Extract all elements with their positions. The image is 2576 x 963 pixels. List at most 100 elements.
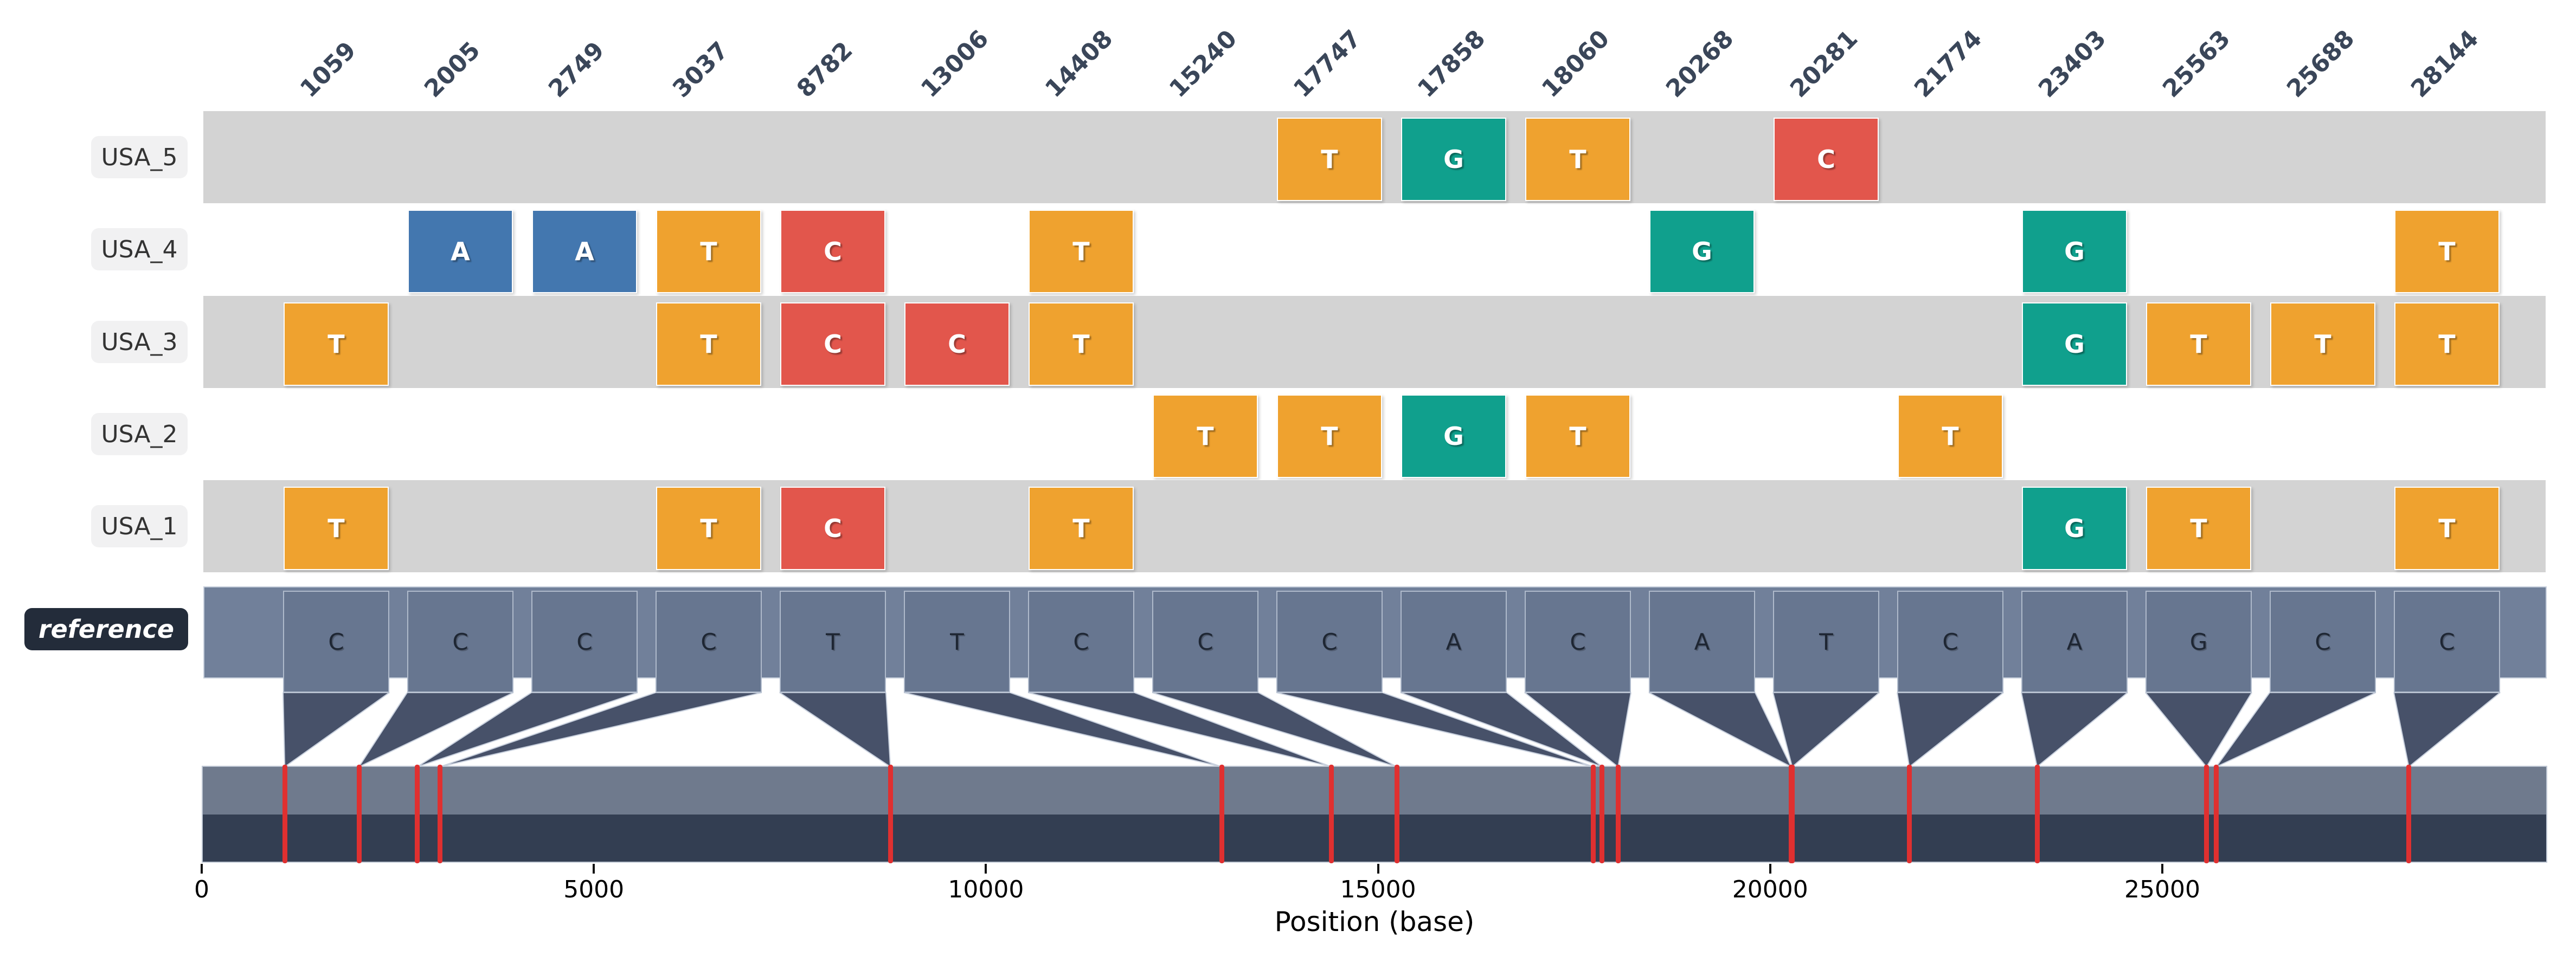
snp-box-USA_5-18060: T <box>1525 118 1630 201</box>
reference-cell-25563: G <box>2145 591 2252 693</box>
reference-cell-3037: C <box>656 591 762 693</box>
snp-box-USA_1-23403: G <box>2022 487 2127 570</box>
x-axis-tick-label-20000: 20000 <box>1732 876 1808 903</box>
x-axis-tick-label-10000: 10000 <box>948 876 1024 903</box>
reference-row-label: reference <box>24 608 188 650</box>
position-label: 2005 <box>419 36 486 103</box>
position-label: 17747 <box>1288 24 1367 103</box>
snp-box-USA_2-15240: T <box>1153 395 1258 478</box>
position-label: 20268 <box>1660 24 1739 103</box>
funnel-1059 <box>282 693 390 767</box>
funnel-17858 <box>1400 693 1603 767</box>
snp-box-USA_4-3037: T <box>656 210 761 293</box>
reference-cell-20281: T <box>1773 591 1879 693</box>
genome-snp-tick-17747 <box>1591 765 1596 863</box>
x-axis-tick-5000 <box>593 864 595 874</box>
reference-cell-20268: A <box>1649 591 1755 693</box>
position-label: 2749 <box>543 36 610 103</box>
funnel-8782 <box>779 693 891 767</box>
snp-box-USA_4-23403: G <box>2022 210 2127 293</box>
funnel-23403 <box>2020 693 2129 767</box>
genome-snp-tick-8782 <box>888 765 893 863</box>
reference-cell-2005: C <box>407 591 513 693</box>
position-label: 21774 <box>1909 24 1988 103</box>
position-label: 28144 <box>2405 24 2484 103</box>
funnel-13006 <box>903 693 1222 767</box>
genome-snp-tick-21774 <box>1906 765 1912 863</box>
genome-snp-tick-14408 <box>1329 765 1334 863</box>
genome-bar <box>202 766 2547 863</box>
funnel-17747 <box>1276 693 1594 767</box>
snp-box-USA_5-17858: G <box>1401 118 1506 201</box>
genome-snp-tick-25563 <box>2204 765 2209 863</box>
snp-box-USA_3-25563: T <box>2146 302 2251 386</box>
reference-cell-2749: C <box>531 591 638 693</box>
snp-box-USA_5-17747: T <box>1277 118 1382 201</box>
row-label-USA_5: USA_5 <box>91 136 188 178</box>
reference-cell-17747: C <box>1276 591 1383 693</box>
reference-cell-21774: C <box>1897 591 2003 693</box>
funnel-25688 <box>2215 693 2376 767</box>
funnel-21774 <box>1896 693 2005 767</box>
reference-cell-1059: C <box>283 591 389 693</box>
position-label: 25688 <box>2281 24 2360 103</box>
snp-box-USA_1-28144: T <box>2394 487 2500 570</box>
row-label-USA_2: USA_2 <box>91 413 188 455</box>
x-axis-title: Position (base) <box>1274 906 1475 938</box>
funnel-28144 <box>2393 693 2501 767</box>
reference-cell-28144: C <box>2394 591 2500 693</box>
snp-box-USA_4-2005: A <box>408 210 513 293</box>
snp-box-USA_2-17747: T <box>1277 395 1382 478</box>
snp-box-USA_4-20268: G <box>1649 210 1755 293</box>
reference-cell-23403: A <box>2021 591 2128 693</box>
genome-snp-tick-3037 <box>437 765 442 863</box>
snp-box-USA_3-13006: C <box>904 302 1010 386</box>
genome-snp-tick-28144 <box>2406 765 2412 863</box>
genome-snp-tick-23403 <box>2034 765 2040 863</box>
genome-snp-tick-2005 <box>356 765 362 863</box>
position-label: 17858 <box>1412 24 1491 103</box>
snp-box-USA_3-23403: G <box>2022 302 2127 386</box>
x-axis-tick-0 <box>201 864 203 874</box>
genome-bar-upper <box>203 767 2546 815</box>
row-label-USA_3: USA_3 <box>91 321 188 363</box>
snp-box-USA_4-2749: A <box>532 210 637 293</box>
snp-box-USA_4-28144: T <box>2394 210 2500 293</box>
reference-cell-25688: C <box>2270 591 2376 693</box>
genome-snp-tick-2749 <box>415 765 420 863</box>
funnel-18060 <box>1524 693 1632 767</box>
funnel-20281 <box>1772 693 1880 767</box>
snp-box-USA_1-8782: C <box>780 487 885 570</box>
snp-box-USA_2-17858: G <box>1401 395 1506 478</box>
funnel-15240 <box>1152 693 1397 767</box>
snp-box-USA_3-28144: T <box>2394 302 2500 386</box>
position-label: 3037 <box>667 36 734 103</box>
snp-box-USA_2-18060: T <box>1525 395 1630 478</box>
snp-box-USA_3-14408: T <box>1029 302 1134 386</box>
x-axis-tick-label-25000: 25000 <box>2124 876 2200 903</box>
reference-cell-17858: A <box>1401 591 1507 693</box>
snp-box-USA_1-14408: T <box>1029 487 1134 570</box>
reference-cell-8782: T <box>780 591 886 693</box>
snp-box-USA_3-8782: C <box>780 302 885 386</box>
reference-cell-15240: C <box>1152 591 1258 693</box>
x-axis-tick-25000 <box>2161 864 2163 874</box>
position-label: 14408 <box>1039 24 1119 103</box>
snp-box-USA_2-21774: T <box>1898 395 2003 478</box>
funnel-2749 <box>417 693 638 767</box>
genome-snp-tick-15240 <box>1394 765 1399 863</box>
genome-snp-tick-1059 <box>282 765 287 863</box>
x-axis-tick-10000 <box>985 864 987 874</box>
snp-box-USA_3-1059: T <box>284 302 389 386</box>
position-label: 23403 <box>2033 24 2112 103</box>
funnel-connectors <box>282 693 2501 767</box>
funnel-14408 <box>1027 693 1332 767</box>
snp-box-USA_3-3037: T <box>656 302 761 386</box>
reference-cell-14408: C <box>1028 591 1134 693</box>
position-label: 13006 <box>915 24 994 103</box>
snp-box-USA_4-8782: C <box>780 210 885 293</box>
x-axis-tick-label-5000: 5000 <box>563 876 625 903</box>
position-label: 15240 <box>1164 24 1243 103</box>
row-label-USA_1: USA_1 <box>91 505 188 547</box>
reference-cell-18060: C <box>1525 591 1631 693</box>
